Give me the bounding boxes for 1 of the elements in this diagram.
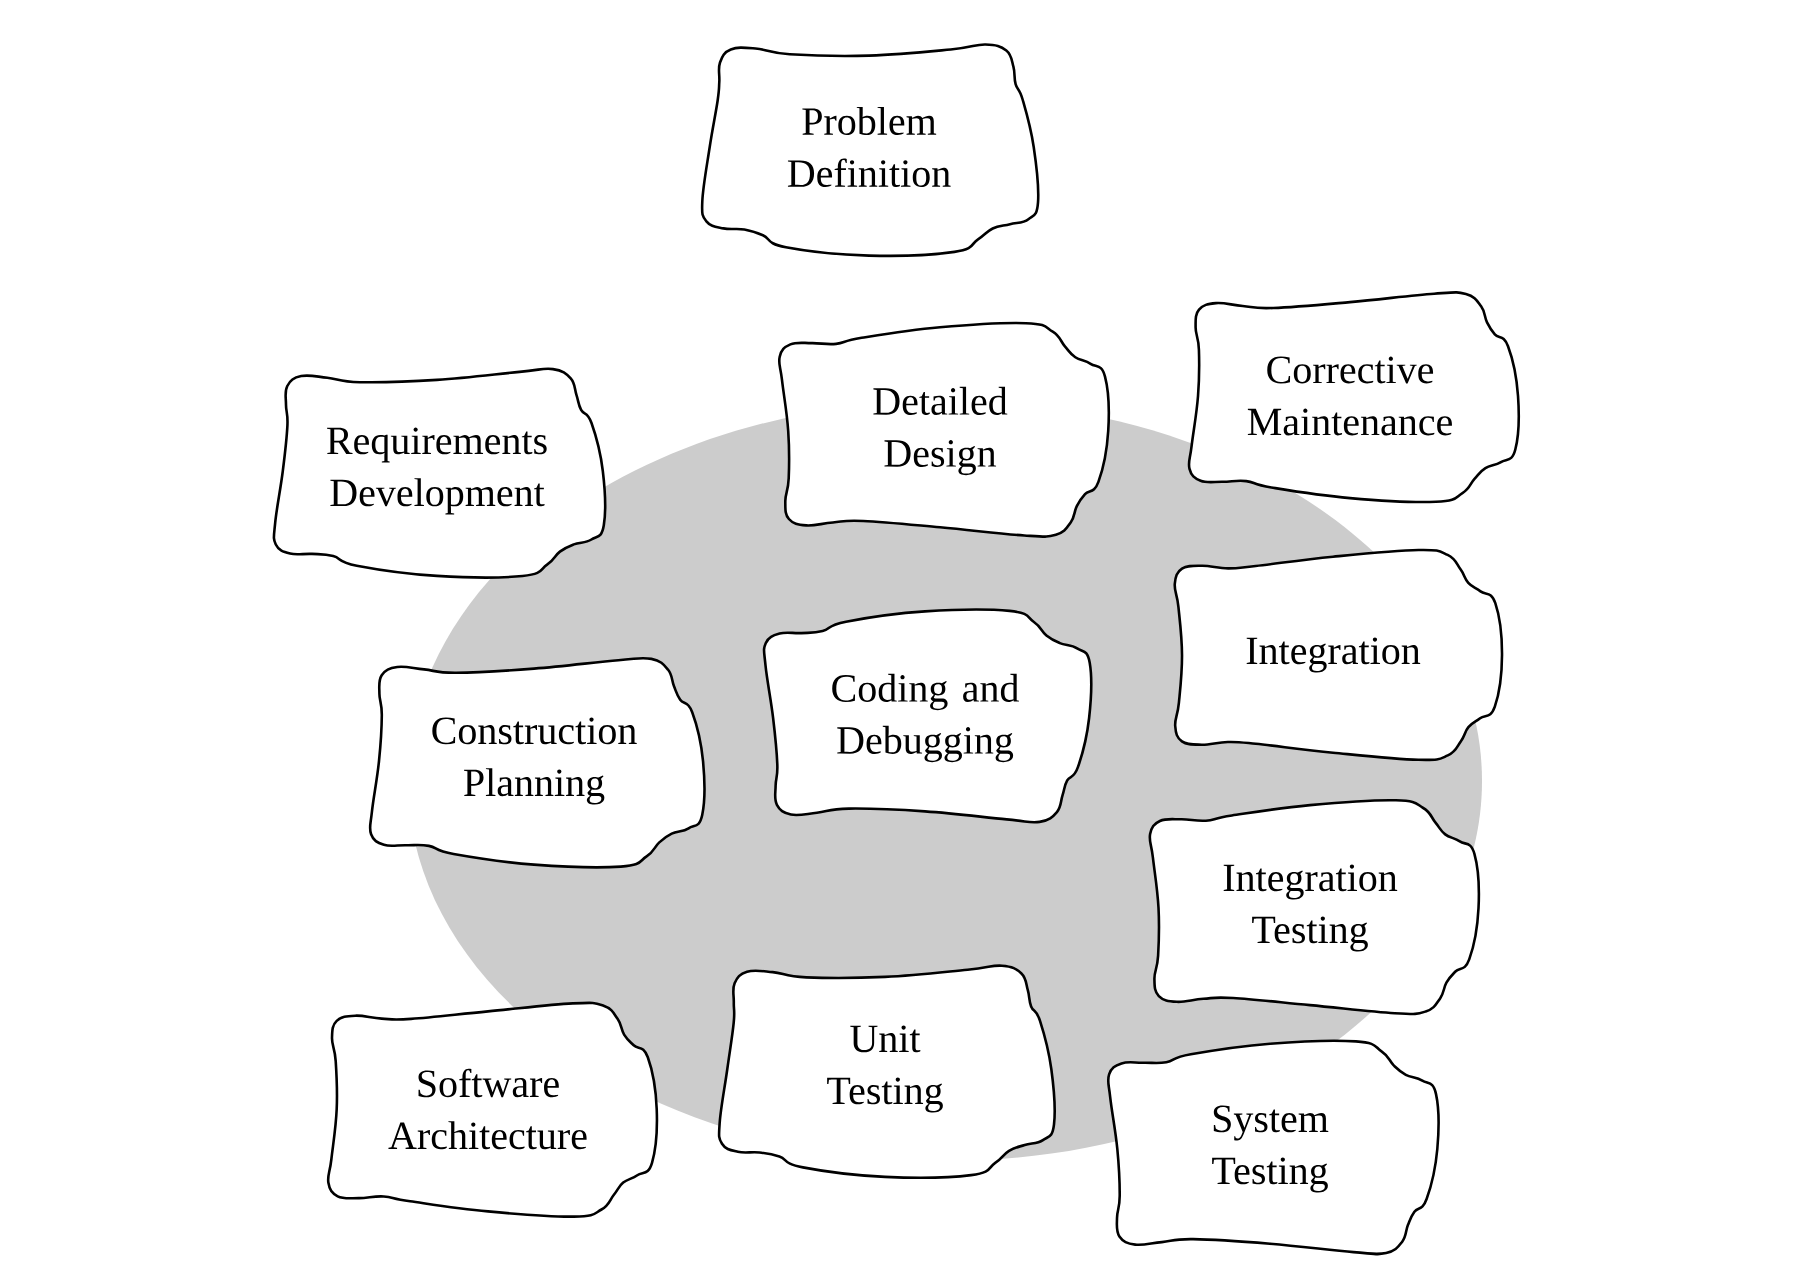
node-label: System Testing bbox=[1212, 1105, 1329, 1193]
